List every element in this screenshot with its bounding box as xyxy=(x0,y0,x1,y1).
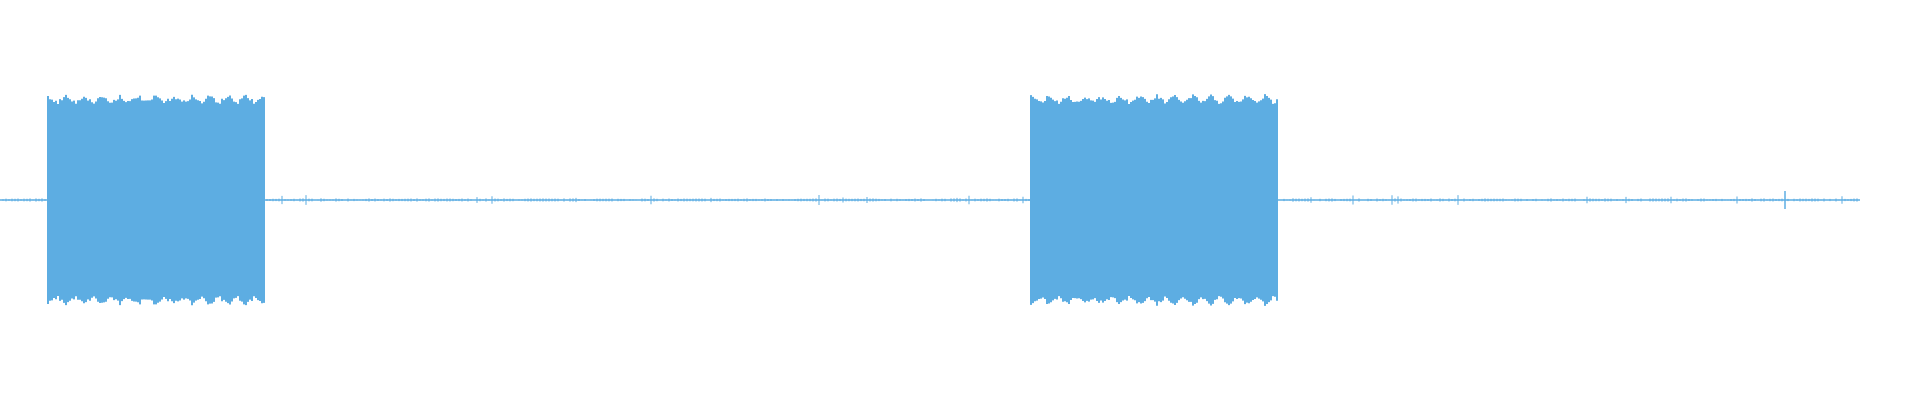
waveform-layer xyxy=(0,94,1860,306)
waveform-burst-2 xyxy=(1030,94,1278,306)
waveform-burst-1 xyxy=(47,94,265,306)
